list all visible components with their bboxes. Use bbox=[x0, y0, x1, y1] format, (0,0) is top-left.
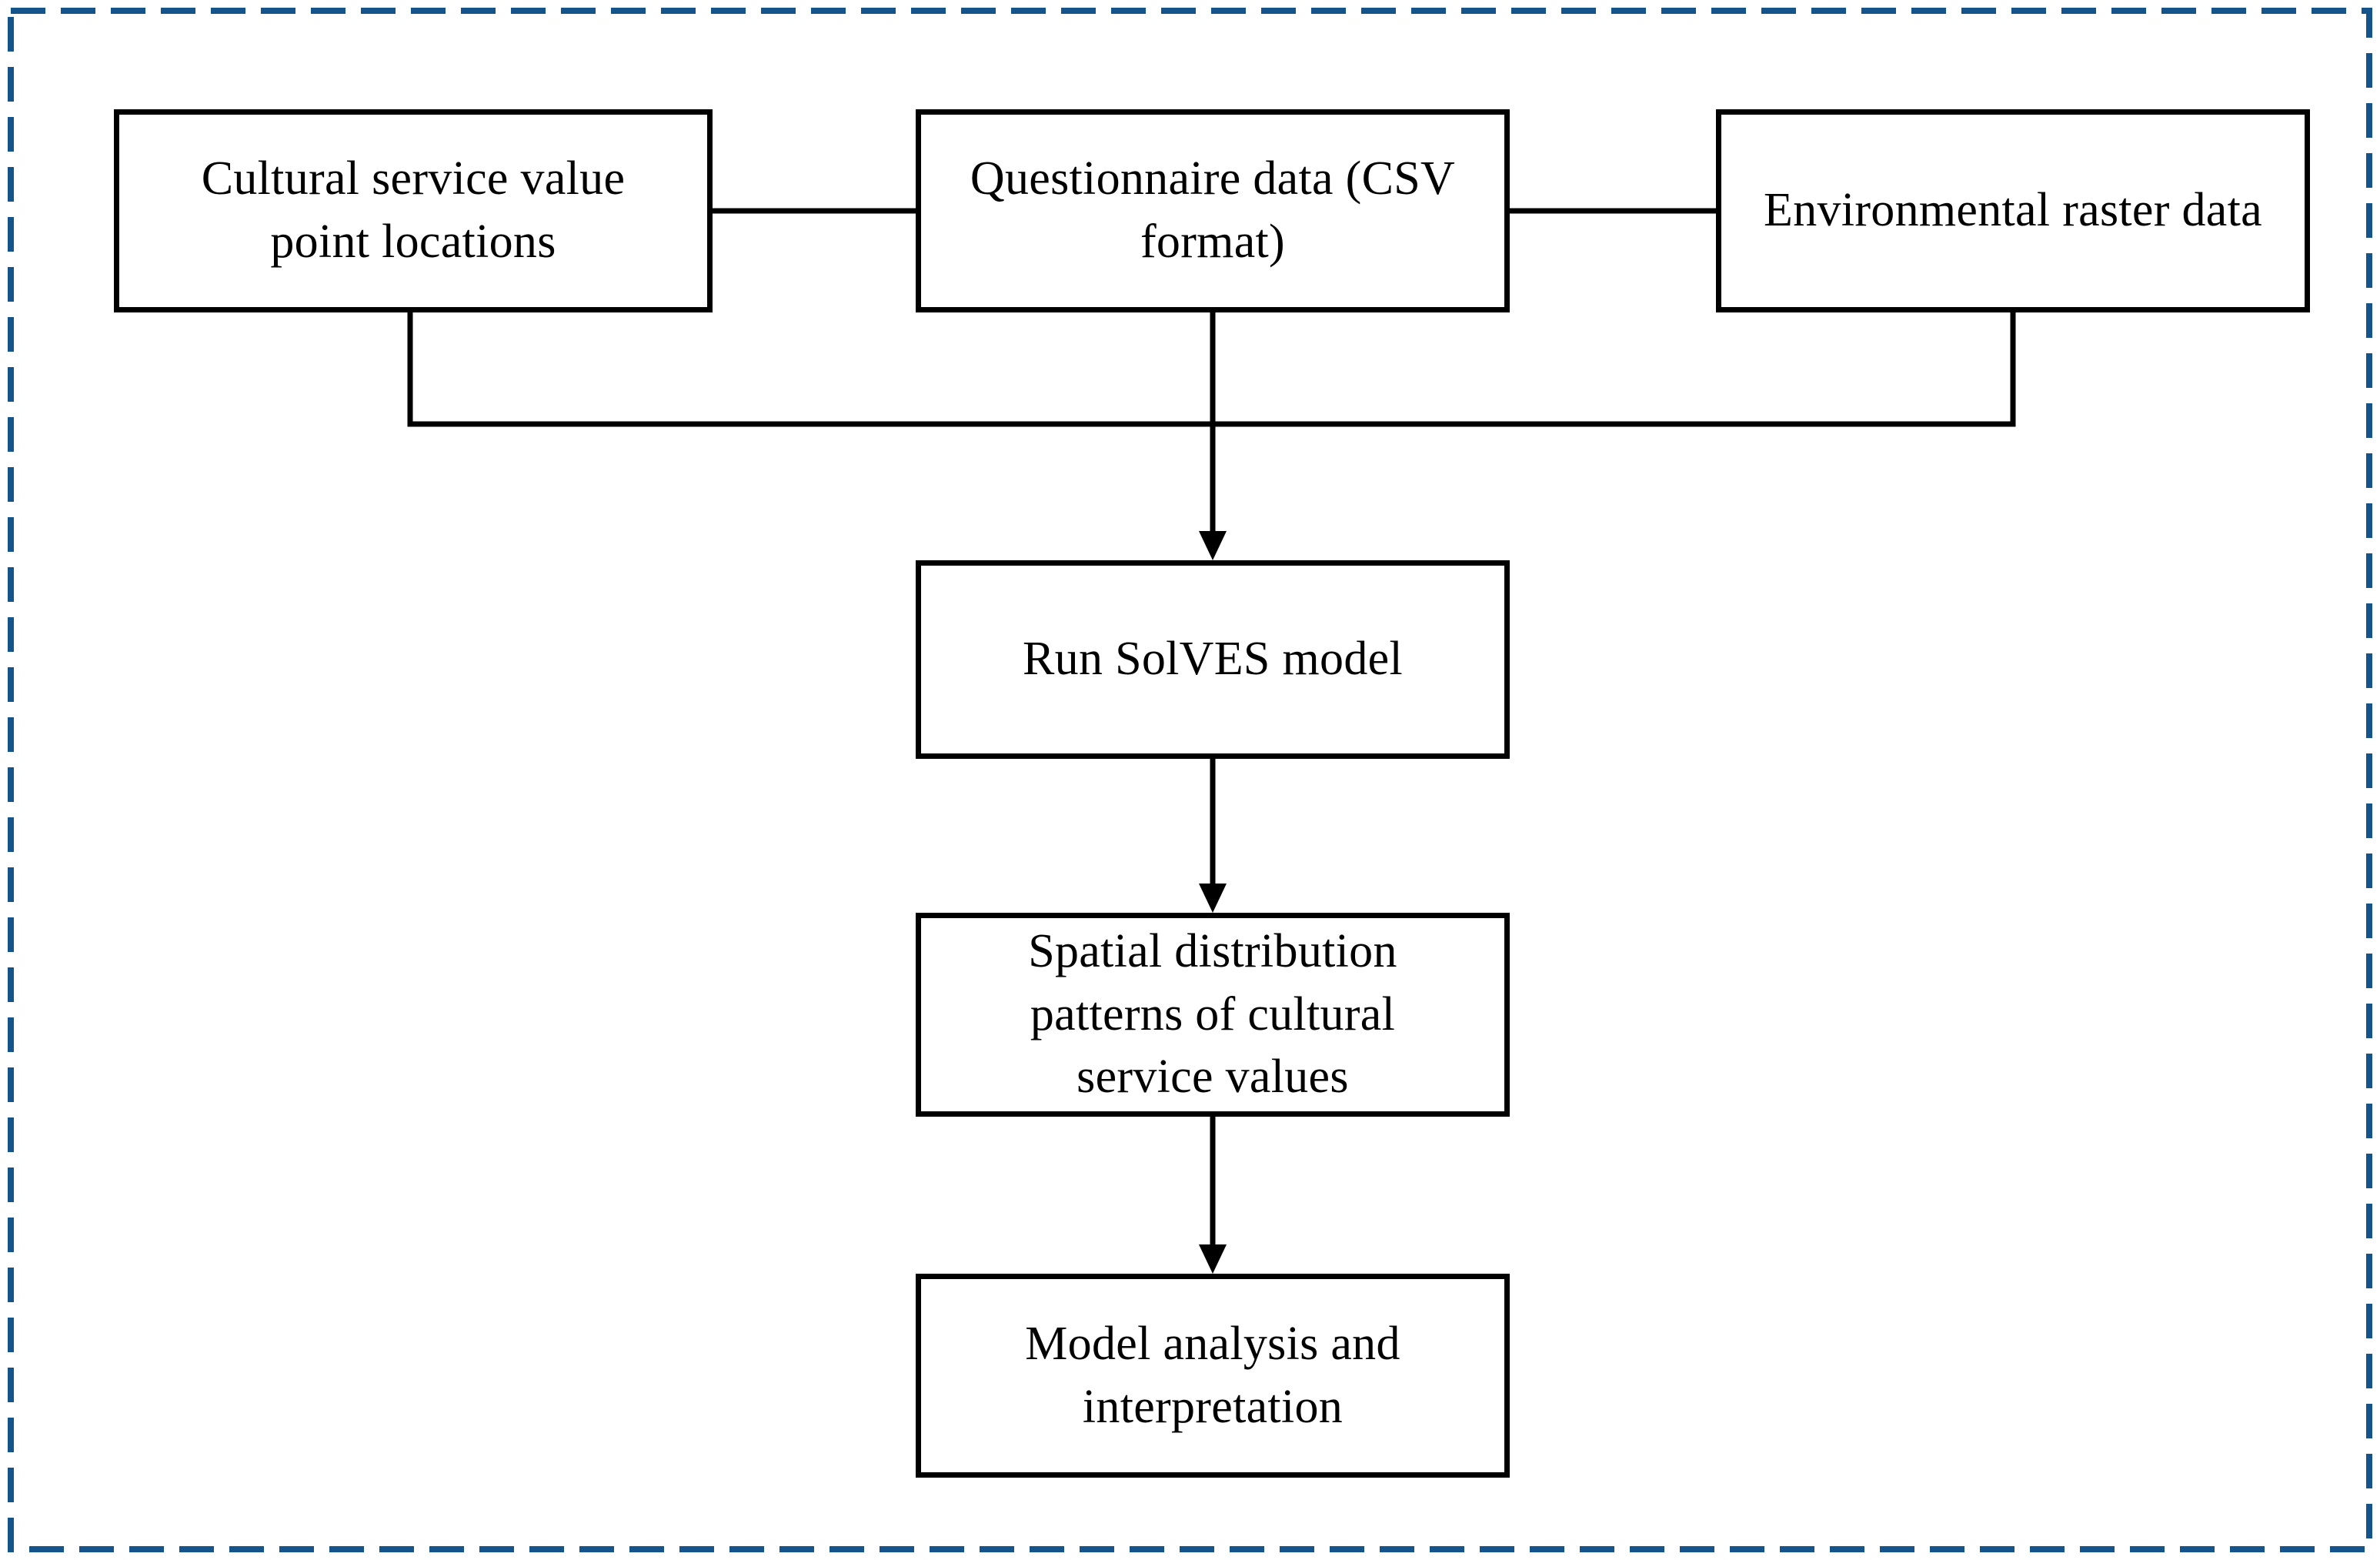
connector-inputs-to-run-solves-arrowhead bbox=[1199, 531, 1227, 560]
node-label: Spatial distribution patterns of cultura… bbox=[1028, 924, 1397, 1104]
node-label: Cultural service value point locations bbox=[201, 152, 626, 268]
node-environmental-raster-data[interactable]: Environmental raster data bbox=[1716, 109, 2310, 312]
node-label: Environmental raster data bbox=[1764, 184, 2262, 237]
connector-point-locations-bus bbox=[407, 312, 1210, 427]
connector-spatial-to-model-analysis-arrowhead bbox=[1199, 1244, 1227, 1274]
node-questionnaire-data[interactable]: Questionnaire data (CSV format) bbox=[916, 109, 1510, 312]
node-label: Run SolVES model bbox=[1023, 633, 1403, 686]
node-run-solves-model[interactable]: Run SolVES model bbox=[916, 560, 1510, 759]
node-model-analysis-and-interpretation[interactable]: Model analysis and interpretation bbox=[916, 1274, 1510, 1478]
connector-raster-bus bbox=[1210, 312, 2016, 427]
connector-run-solves-to-spatial-arrowhead bbox=[1199, 884, 1227, 913]
node-spatial-distribution-patterns[interactable]: Spatial distribution patterns of cultura… bbox=[916, 913, 1510, 1117]
node-label: Questionnaire data (CSV format) bbox=[970, 152, 1456, 268]
node-label: Model analysis and interpretation bbox=[1025, 1317, 1400, 1433]
node-cultural-service-value-point-locations[interactable]: Cultural service value point locations bbox=[114, 109, 713, 312]
